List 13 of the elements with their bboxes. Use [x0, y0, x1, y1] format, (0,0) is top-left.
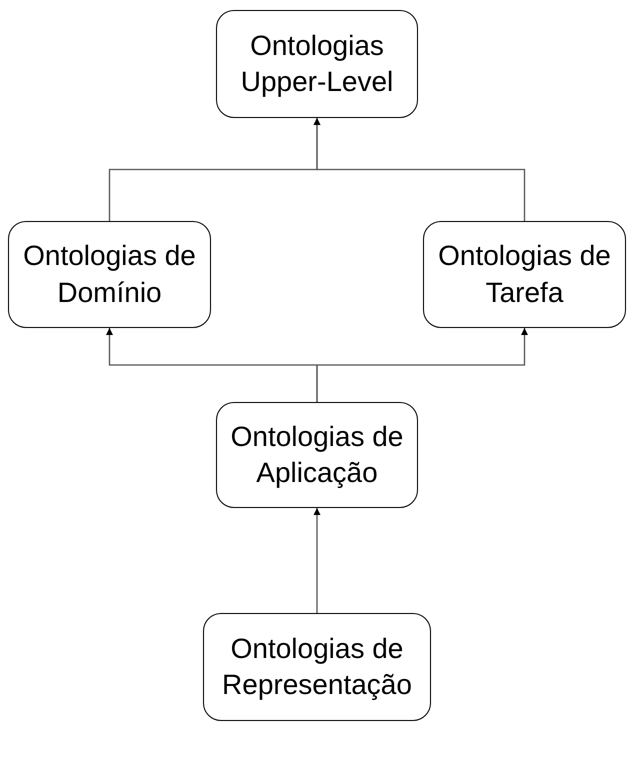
- arrow: [314, 508, 320, 613]
- node-label: Ontologias de Tarefa: [437, 239, 612, 310]
- ontology-box: [8, 221, 211, 328]
- node-label: Ontologias de Aplicação: [230, 420, 404, 490]
- arrow: [316, 328, 528, 402]
- ontology-box: [216, 10, 418, 118]
- ontology-box: [203, 613, 431, 721]
- ontology-box: [216, 402, 418, 508]
- node-label: Ontologias de Representação: [221, 632, 413, 702]
- node-label: Ontologias de Domínio: [22, 239, 197, 310]
- ontology-box: [423, 221, 626, 328]
- arrow: [314, 118, 526, 221]
- node-label: Ontologias Upper-Level: [240, 28, 394, 99]
